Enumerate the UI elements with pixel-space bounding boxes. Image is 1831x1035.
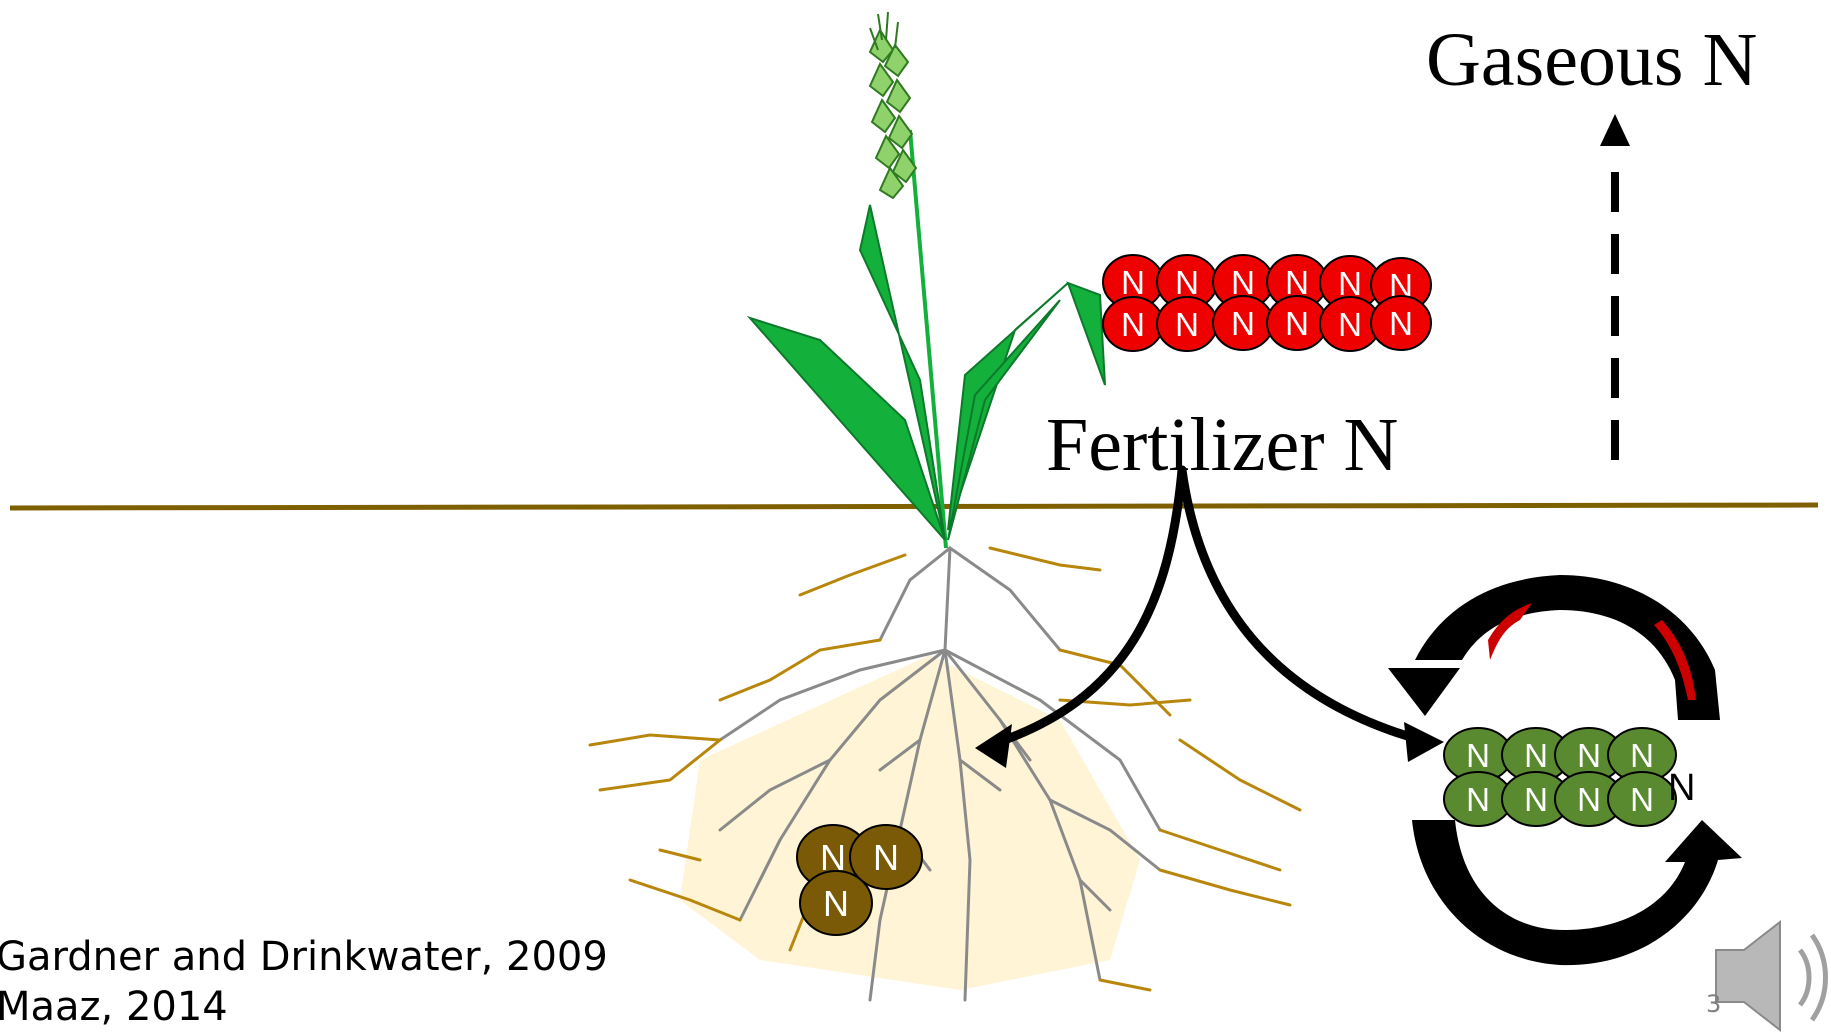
fertilizer-n-label: Fertilizer N (1046, 403, 1398, 487)
n-molecule-label: N (1121, 306, 1145, 343)
n-molecule-label: N (1630, 737, 1654, 774)
n-molecule-label: N (1577, 737, 1601, 774)
fertilizer-flow-arrows (990, 470, 1428, 745)
n-molecule-label: N (1175, 306, 1199, 343)
citation-line-1: Gardner and Drinkwater, 2009 (0, 934, 608, 980)
n-molecule-label: N (1524, 737, 1548, 774)
n-molecule-label: N (1285, 305, 1309, 342)
n-molecule-label: N (1389, 305, 1413, 342)
n-molecule-label: N (1121, 264, 1145, 301)
page-number: 3 (1706, 990, 1721, 1018)
n-molecule-label: N (823, 883, 849, 924)
n-molecule-label: N (1466, 781, 1490, 818)
n-molecule-label: N (1175, 264, 1199, 301)
n-molecule-label: N (1577, 781, 1601, 818)
arrow-to-microbial-n-head (1404, 722, 1444, 762)
n-molecule-label: N (1231, 305, 1255, 342)
n-molecule-label: N (1338, 306, 1362, 343)
leaf (1068, 283, 1105, 385)
n-molecule-label: N (873, 837, 899, 878)
n-molecule-label: N (1630, 781, 1654, 818)
speaker-icon[interactable] (1716, 922, 1826, 1030)
n-molecule-label: N (1524, 781, 1548, 818)
gaseous-n-label: Gaseous N (1426, 18, 1757, 102)
n-molecule-label: N (1466, 737, 1490, 774)
arrow-to-microbial-n (1182, 470, 1428, 742)
wheat-head (870, 30, 916, 198)
partial-n-letter: N (1668, 767, 1695, 809)
citation-line-2: Maaz, 2014 (0, 984, 228, 1030)
arrow-to-gaseous-n-head (1600, 114, 1630, 146)
plant-roots (590, 548, 1300, 1000)
